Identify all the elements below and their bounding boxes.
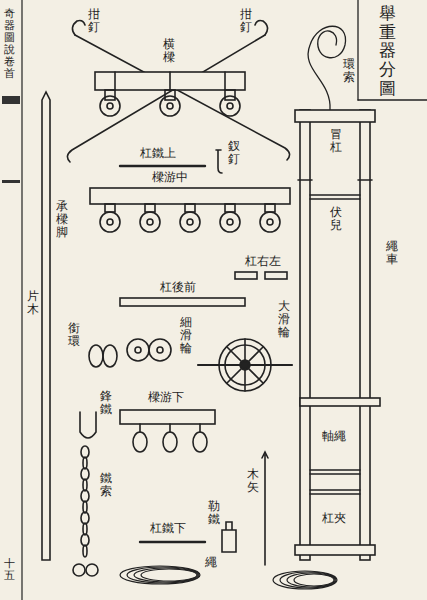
part-label: 伏兒	[330, 206, 342, 232]
part-label: 大滑輪	[278, 300, 290, 340]
part-label: 繩車	[386, 240, 398, 266]
part-label: 前後杠	[160, 281, 196, 294]
part-label: 中游樑	[152, 171, 188, 184]
part-label: 銜環	[68, 322, 80, 348]
part-label: 拑釘	[88, 8, 100, 34]
part-label: 下鐵杠	[150, 522, 186, 535]
part-label: 横樑	[163, 38, 175, 64]
part-label: 細滑輪	[180, 316, 192, 356]
figure-title: 舉重器分圖	[379, 4, 396, 97]
margin-text: 奇器圖說卷首	[4, 8, 15, 81]
margin-text: 十五	[4, 558, 15, 582]
part-label: 繩	[205, 556, 217, 569]
part-label: 鐵索	[100, 472, 112, 498]
part-label: 上鐵杠	[140, 147, 176, 160]
part-label: 下游樑	[148, 391, 184, 404]
part-label: 拑釘	[240, 8, 252, 34]
part-label: 夾杠	[322, 512, 346, 525]
part-label: 環索	[343, 58, 355, 84]
part-label: 承樑脚	[56, 200, 68, 240]
part-label: 鋒鐵	[100, 390, 112, 416]
part-label: 勒鐵	[208, 500, 220, 526]
part-label: 繩軸	[322, 430, 346, 443]
part-label: 冒杠	[330, 128, 342, 154]
part-label: 木矢	[247, 468, 259, 494]
part-label: 釵釘	[228, 140, 240, 166]
part-label: 左右杠	[245, 255, 281, 268]
part-label: 片木	[27, 290, 39, 316]
